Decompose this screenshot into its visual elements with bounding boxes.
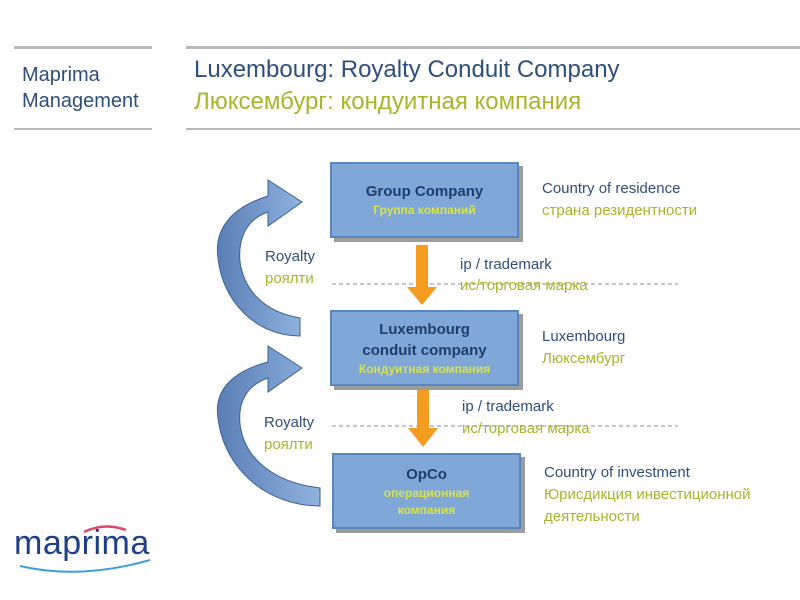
ip-arrow-upper [407, 245, 437, 305]
residence-label-en: Country of residence [542, 180, 681, 197]
royalty-curved-arrow-lower [216, 345, 321, 507]
header-rule-left-top [14, 46, 152, 49]
royalty-curved-arrow-upper [216, 179, 303, 337]
royalty-label-ru-lower: роялти [264, 436, 313, 453]
royalty-label-en-lower: Royalty [264, 414, 315, 431]
conduit-company-label-ru: Кондуитная компания [358, 361, 491, 376]
opco-label-ru-2: компания [397, 502, 456, 517]
logo-swoosh-upper [83, 525, 127, 534]
conduit-company-box: Luxembourg conduit company Кондуитная ко… [330, 310, 519, 386]
investment-label-ru-2: деятельности [544, 508, 640, 525]
group-company-box: Group Company Группа компаний [330, 162, 519, 238]
opco-box: OpCo операционная компания [332, 453, 521, 529]
conduit-company-label-en-1: Luxembourg [379, 320, 470, 338]
luxembourg-label-en: Luxembourg [542, 328, 626, 345]
ip-label-en-lower: ip / trademark [462, 398, 554, 415]
investment-label-ru-1: Юрисдикция инвестиционной [544, 486, 751, 503]
page-title-en: Luxembourg: Royalty Conduit Company [194, 56, 620, 83]
royalty-label-ru-upper: роялти [265, 270, 314, 287]
investment-label-en: Country of investment [544, 464, 690, 481]
maprima-logo: maprima [14, 524, 150, 562]
opco-label-en: OpCo [406, 465, 447, 483]
logo-swoosh-lower [19, 559, 151, 573]
page-title-ru: Люксембург: кондуитная компания [194, 88, 582, 115]
ip-label-ru-lower: ис/торговая марка [462, 420, 590, 437]
brand-line-2: Management [22, 90, 139, 112]
brand-name: Maprima Management [22, 62, 139, 114]
ip-label-en-upper: ip / trademark [460, 256, 552, 273]
residence-label-ru: страна резидентности [542, 202, 698, 219]
conduit-company-label-en-2: conduit company [362, 341, 487, 359]
brand-line-1: Maprima [22, 64, 100, 86]
header-rule-right-bottom [186, 128, 800, 130]
royalty-label-en-upper: Royalty [265, 248, 316, 265]
header-rule-left-bottom [14, 128, 152, 130]
ip-label-ru-upper: ис/торговая марка [460, 277, 588, 294]
ip-arrow-lower [408, 387, 438, 447]
group-company-label-ru: Группа компаний [373, 203, 476, 217]
group-company-label-en: Group Company [365, 183, 484, 200]
header-rule-right-top [186, 46, 800, 49]
opco-label-ru-1: операционная [383, 485, 470, 500]
luxembourg-label-ru: Люксембург [542, 350, 626, 367]
